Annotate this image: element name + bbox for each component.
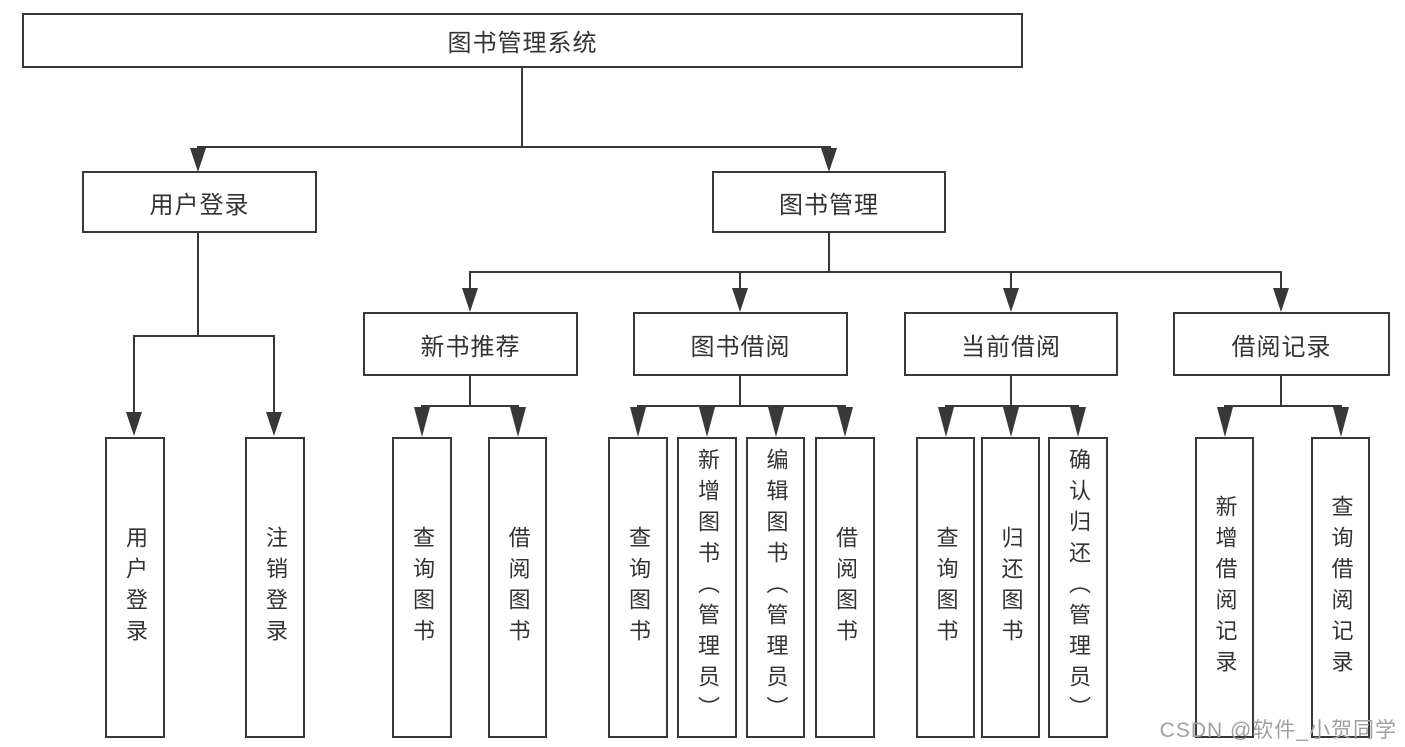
node-new-books: 新书推荐 [363, 312, 578, 376]
arrow-down-icon [190, 148, 206, 172]
arrow-down-icon [414, 407, 430, 437]
leaf-bookborrow-add-books-admin: 新增图书（管理员） [677, 437, 737, 738]
connector-records-stub [1280, 376, 1282, 406]
connector-level3-drop [1280, 271, 1282, 289]
connector-level3-drop [469, 271, 471, 289]
leaf-bookborrow-query-books: 查询图书 [608, 437, 668, 738]
connector-newbooks-rail [421, 405, 519, 407]
connector-user-drop [273, 335, 275, 413]
connector-level3-drop [739, 271, 741, 289]
leaf-records-add-record: 新增借阅记录 [1195, 437, 1254, 738]
leaf-newbooks-query-books: 查询图书 [392, 437, 452, 738]
arrow-down-icon [510, 407, 526, 437]
csdn-watermark: CSDN @软件_小贺同学 [1159, 719, 1397, 742]
leaf-bookborrow-borrow-books: 借阅图书 [815, 437, 875, 738]
leaf-user-logout: 注销登录 [245, 437, 305, 738]
arrow-down-icon [1003, 407, 1019, 437]
connector-currentborrow-rail [945, 405, 1079, 407]
arrow-down-icon [1333, 407, 1349, 437]
leaf-records-query-record: 查询借阅记录 [1311, 437, 1370, 738]
arrow-down-icon [732, 288, 748, 312]
connector-currentborrow-stub [1010, 376, 1012, 406]
arrow-down-icon [837, 407, 853, 437]
leaf-bookborrow-edit-books-admin: 编辑图书（管理员） [746, 437, 805, 738]
connector-user-stub [197, 233, 199, 337]
arrow-down-icon [462, 288, 478, 312]
arrow-down-icon [126, 412, 142, 436]
connector-level3-rail [469, 271, 1282, 273]
connector-user-drop [133, 335, 135, 413]
connector-level2-rail [197, 146, 831, 148]
node-book-mgmt: 图书管理 [712, 171, 946, 233]
arrow-down-icon [821, 148, 837, 172]
connector-root-stub [521, 68, 523, 146]
connector-bookborrow-rail [637, 405, 846, 407]
connector-level3-drop [1010, 271, 1012, 289]
connector-newbooks-stub [469, 376, 471, 406]
leaf-current-query-books: 查询图书 [916, 437, 975, 738]
arrow-down-icon [1003, 288, 1019, 312]
arrow-down-icon [1273, 288, 1289, 312]
arrow-down-icon [266, 412, 282, 436]
leaf-user-login: 用户登录 [105, 437, 165, 738]
node-borrow-records: 借阅记录 [1173, 312, 1390, 376]
node-current-borrow: 当前借阅 [904, 312, 1118, 376]
node-root: 图书管理系统 [22, 13, 1023, 68]
node-user-login: 用户登录 [82, 171, 317, 233]
connector-mgmt-stub [828, 233, 830, 273]
arrow-down-icon [1217, 407, 1233, 437]
arrow-down-icon [699, 407, 715, 437]
arrow-down-icon [1070, 407, 1086, 437]
node-book-borrow: 图书借阅 [633, 312, 848, 376]
leaf-current-confirm-return-admin: 确认归还（管理员） [1048, 437, 1108, 738]
arrow-down-icon [630, 407, 646, 437]
arrow-down-icon [938, 407, 954, 437]
connector-user-rail [133, 335, 275, 337]
connector-records-rail [1224, 405, 1342, 407]
leaf-current-return-books: 归还图书 [981, 437, 1040, 738]
arrow-down-icon [768, 407, 784, 437]
connector-bookborrow-stub [739, 376, 741, 406]
leaf-newbooks-borrow-books: 借阅图书 [488, 437, 547, 738]
